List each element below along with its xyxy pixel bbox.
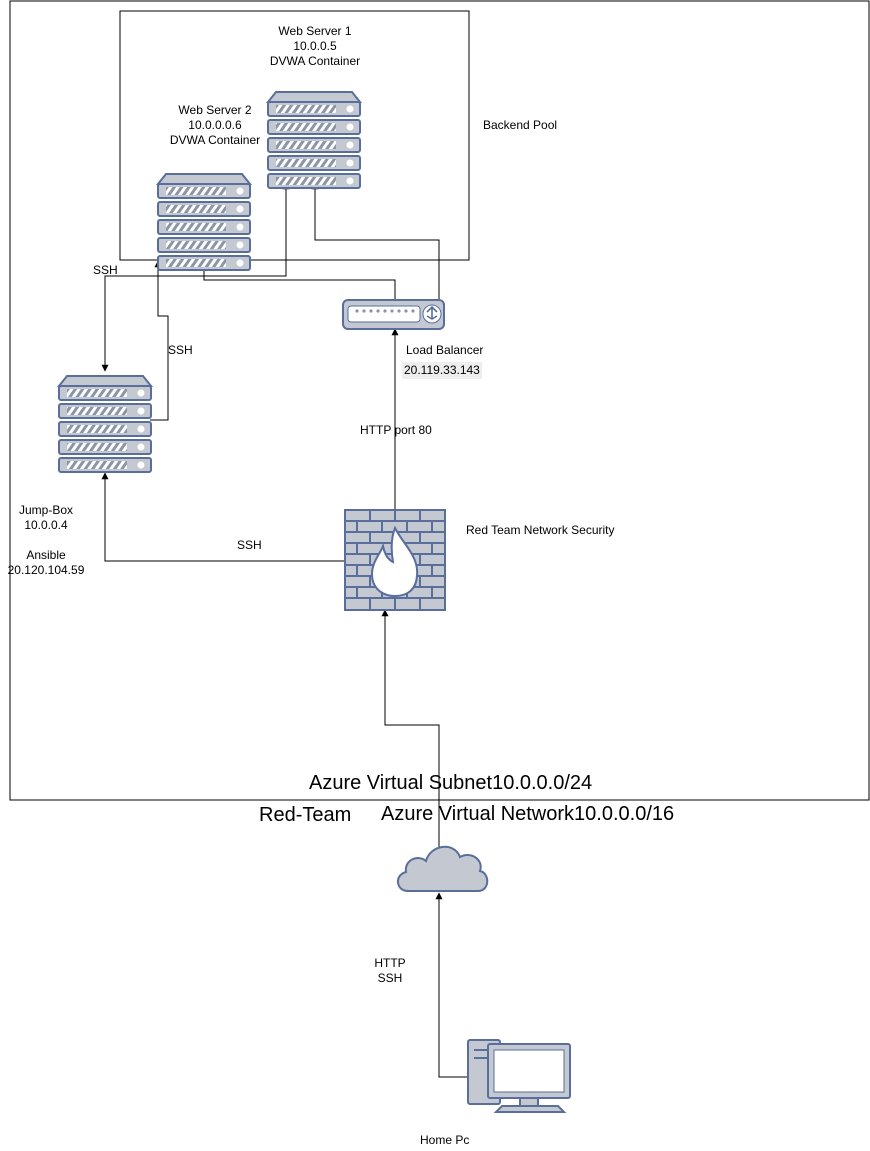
edge-firewall-jumpbox: [101, 472, 345, 562]
web-server-1-icon: [267, 91, 361, 189]
edge-jumpbox-webserver1: [101, 182, 290, 372]
vnet-label: Azure Virtual Network10.0.0.0/16: [381, 803, 675, 825]
web-server-1-label: Web Server 1 10.0.0.5 DVWA Container: [269, 24, 361, 68]
jump-box-label: Jump-Box 10.0.0.4 Ansible 20.120.104.59: [7, 503, 85, 577]
web-server-2-icon: [157, 173, 251, 271]
load-balancer-ip: 20.119.33.143: [402, 362, 482, 379]
jump-box-icon: [58, 375, 152, 473]
load-balancer-icon: [342, 299, 445, 330]
backend-pool-label: Backend Pool: [483, 118, 558, 132]
backend-pool-boundary: [119, 10, 470, 261]
http-port-80-label: HTTP port 80: [360, 423, 432, 437]
ssh-top-label: SSH: [93, 263, 118, 277]
edge-lb-webserver1: [311, 182, 440, 300]
edge-homepc-cloud: [435, 892, 470, 1078]
subnet-label: Azure Virtual Subnet10.0.0.0/24: [309, 772, 593, 794]
edge-jumpbox-webserver2: [150, 260, 169, 421]
edge-cloud-firewall: [381, 609, 440, 860]
cloud-icon: [397, 846, 489, 892]
web-server-2-label: Web Server 2 10.0.0.0.6 DVWA Container: [169, 103, 261, 147]
desktop-computer-icon: [467, 1039, 571, 1113]
home-link-label: HTTP SSH: [374, 956, 406, 985]
load-balancer-label: Load Balancer: [406, 343, 484, 357]
firewall-label: Red Team Network Security: [466, 523, 615, 537]
firewall-icon: [344, 509, 446, 611]
home-pc-label: Home Pc: [420, 1133, 470, 1147]
ssh-bottom-label: SSH: [237, 538, 262, 552]
vnet-name-label: Red-Team: [259, 804, 352, 826]
ssh-jump-label: SSH: [168, 343, 193, 357]
